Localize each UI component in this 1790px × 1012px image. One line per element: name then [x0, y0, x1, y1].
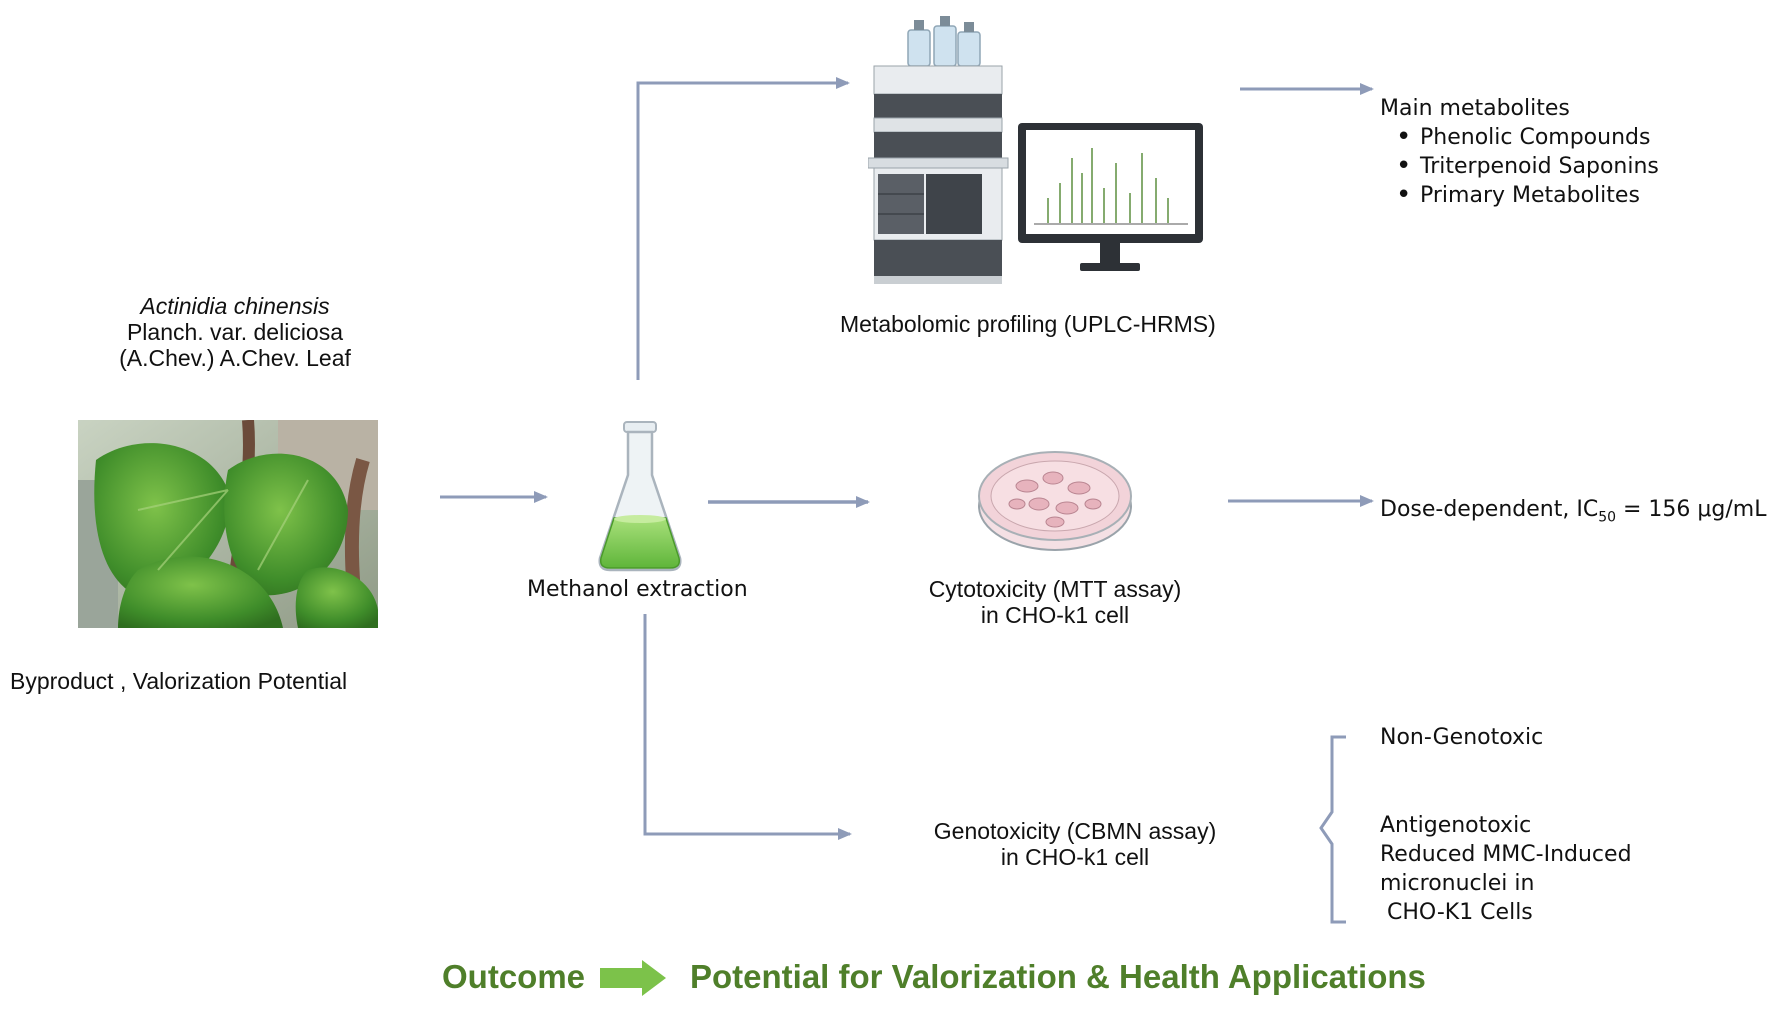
genotoxicity-assay-line: Genotoxicity (CBMN assay): [933, 818, 1217, 844]
cytotoxicity-cell-line: in CHO-k1 cell: [980, 602, 1130, 628]
metabolites-result: Main metabolites Phenolic Compounds Trit…: [1380, 94, 1659, 210]
outcome-text: Potential for Valorization & Health Appl…: [690, 958, 1426, 995]
cytotoxicity-assay-line: Cytotoxicity (MTT assay): [928, 576, 1182, 602]
cytotoxicity-label: Cytotoxicity (MTT assay) in CHO-k1 cell: [895, 576, 1215, 628]
ic50-subscript: 50: [1598, 509, 1617, 526]
outcome-arrow-icon: [600, 960, 666, 996]
outcome-label: Outcome: [442, 958, 586, 995]
arrow-flask-to-metabolomics: [636, 77, 850, 380]
genotoxicity-brace: [1319, 735, 1346, 924]
plant-species-name: Actinidia chinensis: [140, 293, 330, 319]
genotox-result-line: Reduced MMC-Induced: [1380, 842, 1632, 867]
ic50-value: = 156 μg/mL: [1616, 497, 1767, 522]
genotox-result-line: micronuclei in: [1380, 871, 1535, 896]
flask-icon: [598, 421, 682, 572]
metabolite-item: Primary Metabolites: [1380, 181, 1659, 210]
metabolite-item: Phenolic Compounds: [1380, 123, 1659, 152]
genotox-result-line: Antigenotoxic: [1380, 813, 1532, 838]
petri-dish-icon: [978, 451, 1132, 551]
metabolomics-label: Metabolomic profiling (UPLC-HRMS): [840, 311, 1216, 337]
genotoxicity-label: Genotoxicity (CBMN assay) in CHO-k1 cell: [900, 818, 1250, 870]
genotoxicity-cell-line: in CHO-k1 cell: [1000, 844, 1150, 870]
plant-caption: Byproduct , Valorization Potential: [10, 668, 348, 694]
plant-variety-line: Planch. var. deliciosa: [126, 319, 344, 345]
genotox-result-line: CHO-K1 Cells: [1380, 900, 1533, 925]
uplc-instrument-icon: [868, 16, 1203, 284]
plant-authority-line: (A.Chev.) A.Chev. Leaf: [119, 345, 351, 371]
leaf-photo: [78, 420, 378, 628]
plant-title: Actinidia chinensis Planch. var. delicio…: [70, 293, 400, 371]
cytotoxicity-result: Dose-dependent, IC50 = 156 μg/mL: [1380, 497, 1766, 525]
metabolites-title: Main metabolites: [1380, 96, 1570, 121]
ic50-prefix: Dose-dependent, IC: [1380, 497, 1599, 522]
extraction-label: Methanol extraction: [527, 577, 748, 602]
arrow-flask-to-genotoxicity: [643, 614, 852, 840]
metabolite-item: Triterpenoid Saponins: [1380, 152, 1659, 181]
genotox-result-2: Antigenotoxic Reduced MMC-Induced micron…: [1380, 811, 1632, 927]
genotox-result-1: Non-Genotoxic: [1380, 725, 1544, 750]
